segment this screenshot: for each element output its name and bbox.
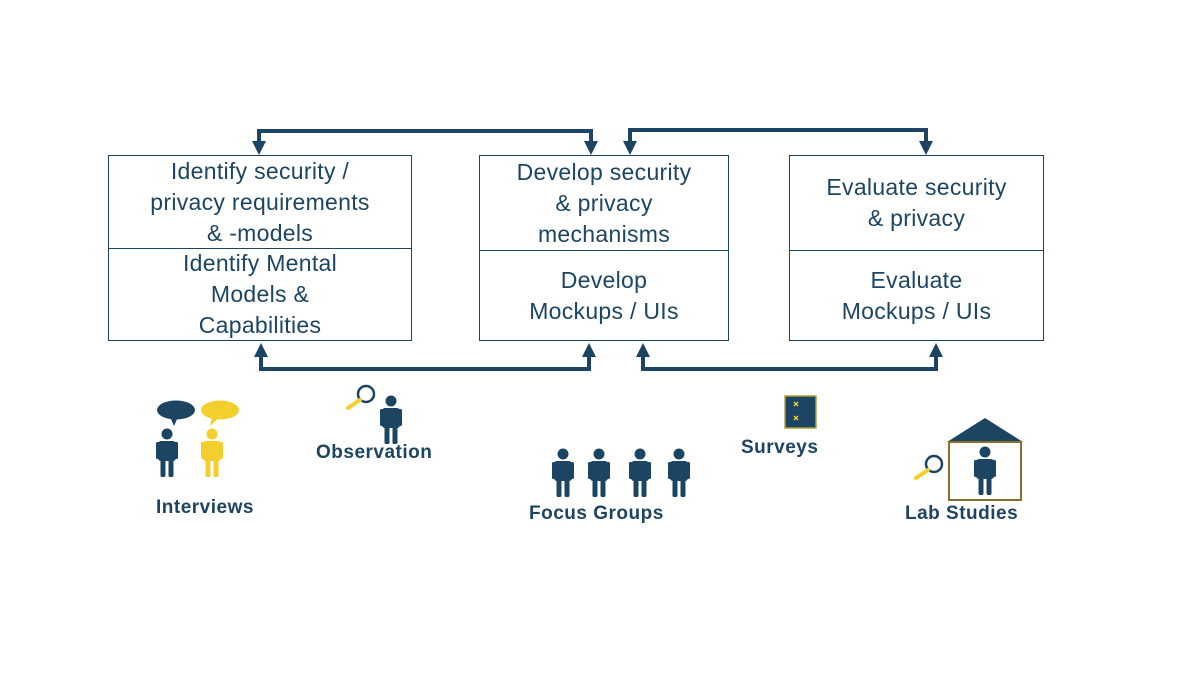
identify-mental-models-text: Identify Mental Models & Capabilities	[182, 250, 338, 338]
develop-mockups-text: Develop Mockups / UIs	[529, 266, 679, 324]
lab-studies-icon	[914, 418, 1023, 501]
person-icon	[380, 395, 402, 444]
person-icon	[668, 448, 690, 497]
magnifier-icon	[346, 384, 376, 410]
arrow-icon	[929, 343, 943, 357]
observation-label: Observation	[316, 442, 433, 463]
evaluate-security-text: Evaluate security & privacy	[826, 174, 1007, 231]
house-icon	[947, 418, 1023, 501]
speech-bubble-icon	[201, 400, 239, 426]
speech-bubble-icon	[157, 400, 195, 426]
evaluate-security-box: Evaluate security & privacy	[789, 155, 1044, 251]
lab-studies-label: Lab Studies	[905, 503, 1019, 524]
identify-mental-models-box: Identify Mental Models & Capabilities	[108, 248, 412, 341]
person-icon	[588, 448, 610, 497]
connector-bottom-develop-evaluate	[641, 356, 938, 371]
evaluate-mockups-text: Evaluate Mockups / UIs	[841, 266, 992, 324]
connector-bottom-identify-develop	[259, 356, 591, 371]
person-icon	[156, 428, 178, 477]
observation-icon	[346, 384, 402, 444]
arrow-icon	[636, 343, 650, 357]
develop-mechanisms-box: Develop security & privacy mechanisms	[479, 155, 729, 251]
develop-mechanisms-text: Develop security & privacy mechanisms	[516, 158, 692, 247]
interviews-label: Interviews	[156, 497, 254, 518]
survey-card-icon	[784, 395, 817, 429]
surveys-label: Surveys	[741, 437, 819, 458]
arrow-icon	[623, 141, 637, 155]
arrow-icon	[919, 141, 933, 155]
focus-groups-icon	[552, 448, 690, 497]
arrow-icon	[584, 141, 598, 155]
person-icon	[974, 446, 996, 495]
interviews-icon	[156, 400, 239, 477]
focus-groups-label: Focus Groups	[529, 503, 664, 524]
person-icon	[552, 448, 574, 497]
identify-requirements-text: Identify security / privacy requirements…	[150, 157, 370, 246]
connector-top-identify-develop	[257, 129, 593, 142]
evaluate-mockups-box: Evaluate Mockups / UIs	[789, 250, 1044, 341]
person-icon	[629, 448, 651, 497]
identify-requirements-box: Identify security / privacy requirements…	[108, 155, 412, 249]
arrow-icon	[252, 141, 266, 155]
magnifier-icon	[914, 454, 944, 480]
arrow-icon	[582, 343, 596, 357]
person-icon	[201, 428, 223, 477]
develop-mockups-box: Develop Mockups / UIs	[479, 250, 729, 341]
arrow-icon	[254, 343, 268, 357]
connector-top-develop-evaluate	[628, 128, 928, 142]
